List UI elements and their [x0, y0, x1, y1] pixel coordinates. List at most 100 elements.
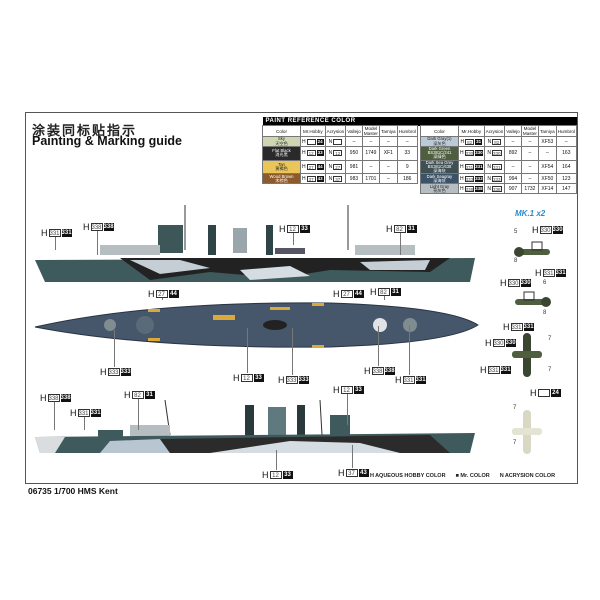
color-name: Sky — [278, 136, 285, 142]
leader-line — [97, 231, 98, 255]
leader-line — [162, 298, 163, 300]
tamiya-code: – — [379, 136, 398, 147]
color-swatch: Dark Gray(1)深灰色 — [419, 136, 459, 147]
legend-aqueous: H AQUEOUS HOBBY COLOR — [370, 473, 446, 479]
leader-line — [276, 450, 277, 470]
model-master-code: – — [361, 159, 381, 175]
model-master-code: 1701 — [361, 173, 381, 185]
vallejo-code: 907 — [504, 183, 522, 195]
leader-line — [293, 233, 294, 245]
aircraft-top-view — [512, 333, 542, 377]
title-english: Painting & Marking guide — [32, 134, 183, 148]
tamiya-code: XF1 — [379, 146, 398, 161]
color-name-cn: 木棕色 — [275, 177, 288, 183]
color-legend: H AQUEOUS HOBBY COLOR ■ Mr. COLOR N ACRY… — [370, 473, 555, 479]
column-header: Vallejo — [504, 125, 522, 137]
column-header: Color — [262, 125, 301, 137]
color-name-cn: 深海灰 — [433, 168, 446, 174]
decal-number: 7 — [513, 405, 517, 411]
leader-line — [138, 399, 139, 430]
color-name-cn: 黄褐色 — [275, 165, 288, 171]
decal-number: 7 — [513, 440, 517, 446]
column-header: Mr.Hobby — [300, 125, 326, 137]
guide-frame — [25, 112, 578, 484]
humbrol-code: 163 — [555, 146, 578, 161]
humbrol-code: 123 — [555, 173, 578, 185]
table-title: PAINT REFERENCE COLOR — [262, 117, 577, 126]
mr-color-code: 44 — [316, 163, 324, 170]
decal-number: 8 — [514, 258, 518, 264]
mr-color-code: 333 — [475, 175, 483, 182]
vallejo-code: – — [504, 136, 522, 147]
mr-color-code: 43 — [316, 175, 324, 182]
aircraft-side-view-2 — [515, 291, 551, 307]
humbrol-code: 147 — [555, 183, 578, 195]
column-header: Vallejo — [345, 125, 363, 137]
title-chinese: 涂装同标贴指示 — [32, 123, 138, 138]
aqueous-code: 12 — [306, 150, 316, 157]
vallejo-code: – — [345, 136, 363, 147]
decal-number: 6 — [543, 280, 547, 286]
decal-number: 5 — [514, 229, 518, 235]
column-header: Acrysion — [324, 125, 347, 137]
color-name-cn: 深海灰 — [433, 177, 446, 183]
column-header: Tamiya — [379, 125, 398, 137]
tamiya-code: XF14 — [538, 183, 557, 195]
aqueous-code: 82 — [465, 138, 475, 145]
aqueous-code: 331 — [464, 163, 475, 170]
color-name: Wood Brown — [269, 173, 294, 179]
model-master-code: – — [520, 159, 540, 175]
leader-line — [84, 417, 85, 430]
leader-line — [347, 394, 348, 425]
humbrol-code: 186 — [396, 173, 418, 185]
ship-top-view — [34, 302, 479, 348]
color-name: Tan — [278, 161, 285, 167]
aqueous-code: 37 — [306, 175, 316, 182]
mr-color-code: 24 — [316, 138, 324, 145]
leader-line — [55, 237, 56, 250]
color-name: Flat Black — [272, 148, 291, 154]
decal-number: 7 — [548, 367, 552, 373]
color-name: Dark Seagray — [426, 173, 453, 179]
column-header: Humbrol — [555, 125, 578, 137]
column-header: Color — [419, 125, 459, 137]
column-header: Humbrol — [396, 125, 418, 137]
mr-color-code: 330 — [475, 150, 483, 157]
humbrol-code: 164 — [555, 159, 578, 175]
color-name-cn: 亮灰色 — [433, 187, 446, 193]
aircraft-bottom-view — [512, 410, 542, 454]
acrysion-code: N — [324, 136, 347, 147]
